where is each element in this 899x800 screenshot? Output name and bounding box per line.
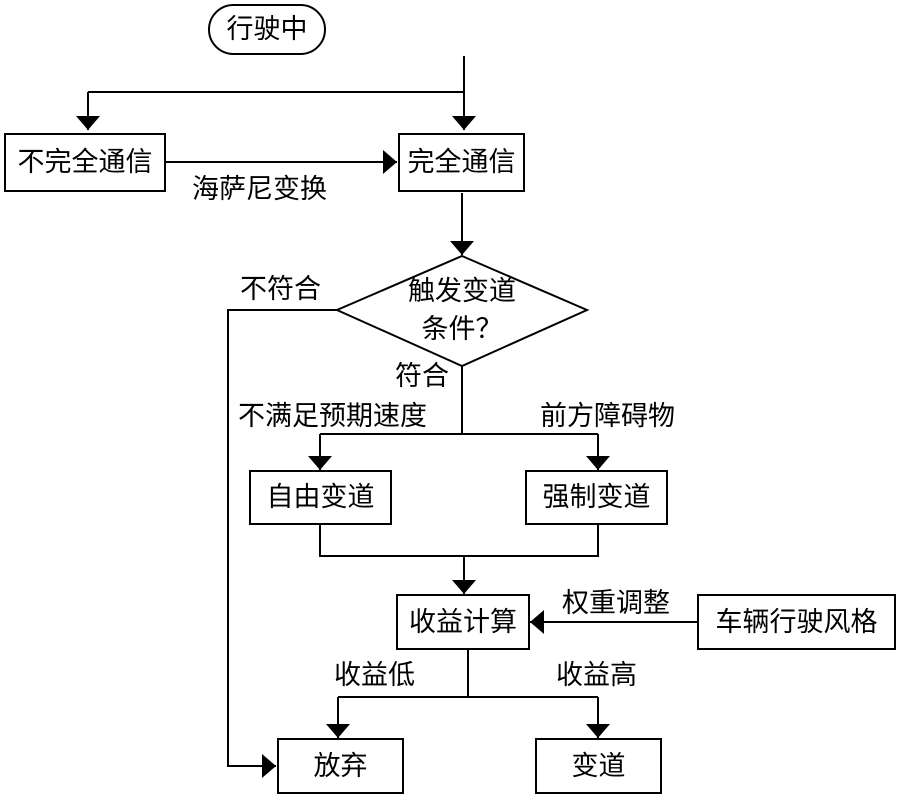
decision-label: 触发变道 条件？ <box>392 273 532 349</box>
node-complete-comm[interactable]: 完全通信 <box>398 133 525 192</box>
decision-label-line1: 触发变道 <box>408 276 516 307</box>
node-driving-style[interactable]: 车辆行驶风格 <box>697 594 896 650</box>
label-low-benefit: 收益低 <box>334 660 415 691</box>
node-lane-change[interactable]: 变道 <box>535 738 662 794</box>
node-abandon[interactable]: 放弃 <box>277 738 404 794</box>
label-speed-unsatisfied: 不满足预期速度 <box>238 401 427 432</box>
label-not-met: 不符合 <box>240 274 321 305</box>
node-incomplete-comm[interactable]: 不完全通信 <box>4 133 166 192</box>
edge-merge <box>319 524 599 557</box>
label-hessian-transform: 海萨尼变换 <box>192 174 327 205</box>
node-start[interactable]: 行驶中 <box>208 4 326 55</box>
label-weight-adjust: 权重调整 <box>562 588 670 619</box>
label-high-benefit: 收益高 <box>556 660 637 691</box>
node-benefit-calc[interactable]: 收益计算 <box>396 594 530 650</box>
label-front-obstacle: 前方障碍物 <box>540 401 675 432</box>
node-free-lane-change[interactable]: 自由变道 <box>249 470 392 525</box>
decision-label-line2: 条件？ <box>421 314 503 345</box>
node-forced-lane-change[interactable]: 强制变道 <box>525 470 668 525</box>
edge-not-met <box>227 309 337 778</box>
label-met: 符合 <box>395 361 449 392</box>
